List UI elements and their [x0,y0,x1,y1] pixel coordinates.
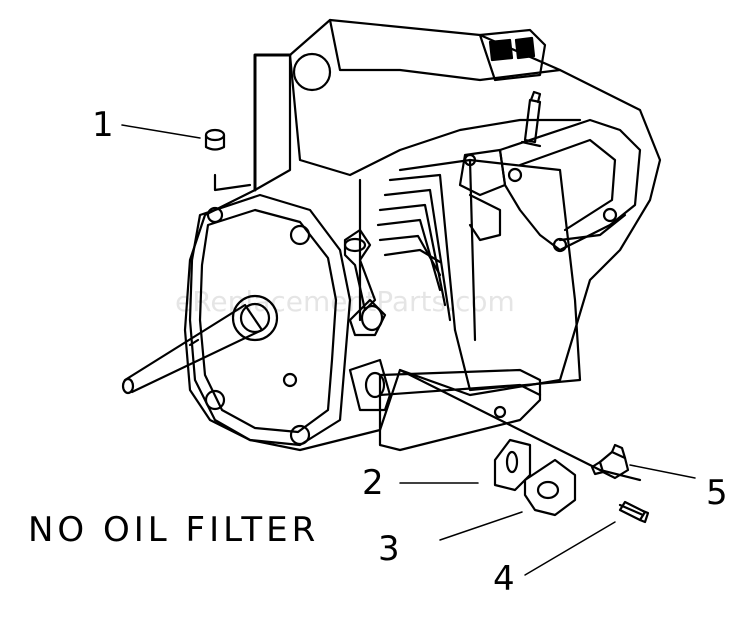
valve-cover [498,118,642,252]
base-plate [378,368,542,452]
part-5-fitting [590,443,630,480]
watermark: eReplacementParts.com [175,285,515,318]
callout-4: 4 [493,559,515,599]
lift-hole [292,52,332,92]
bolt [204,389,226,411]
block-top [478,28,547,82]
caption-no-oil-filter: NO OIL FILTER [28,510,320,550]
pto-shaft [123,303,264,394]
callout-3: 3 [378,529,400,569]
shaft-seal [231,294,279,342]
bolt [289,424,311,446]
bolt [289,224,311,246]
cylinder-fins [376,158,582,392]
rear-housing [288,53,582,177]
spark-plug [523,98,542,144]
callout-5: 5 [706,473,728,513]
front-cover [188,193,352,447]
callout-2: 2 [362,463,384,503]
part-1-plug [204,128,226,151]
part-4-bolt [618,500,650,524]
callout-1: 1 [92,105,114,145]
leader-1 [121,124,201,139]
part-2-gasket [493,438,532,492]
leader-5 [629,464,696,479]
leader-4 [524,521,616,576]
bolt [282,372,298,388]
part-3-cover [523,458,577,517]
leader-3 [439,511,523,541]
bolt [206,206,224,224]
oil-fill-tube [343,228,377,312]
